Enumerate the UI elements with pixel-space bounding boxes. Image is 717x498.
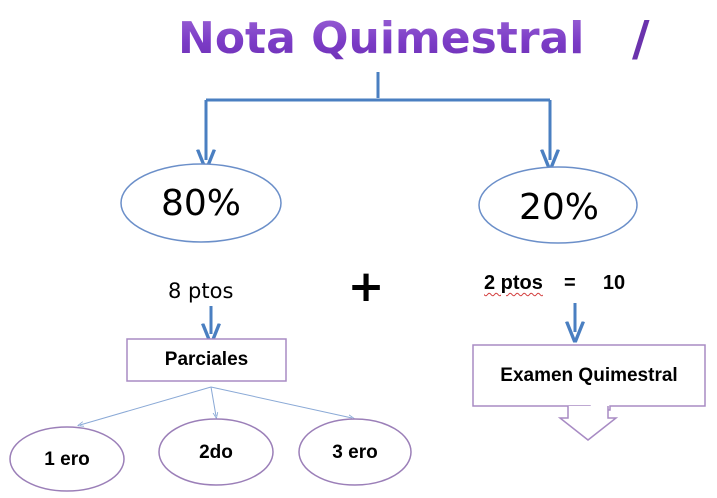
box-examen-label: Examen Quimestral [500,365,678,386]
points-right-text: 2 ptos [484,272,543,294]
branch-line-1 [80,386,212,425]
box-parciales [126,338,287,382]
percent-80: 80% [160,183,241,224]
diagram-title: Nota Quimestral [178,8,598,70]
plus-operator: + [347,261,385,312]
ellipse-80 [120,163,282,243]
box-examen-quimestral [472,344,706,411]
total-points: 10 [602,272,626,294]
ellipse-20 [478,166,638,244]
points-right: 2 ptos = 10 [484,270,625,296]
box-parciales-label: Parciales [164,349,249,370]
partial-3-label: 3 ero [332,442,378,463]
branch-line-2 [210,386,216,416]
title-slash-mark: / [632,11,650,67]
oval-partial-2 [158,418,274,486]
points-left: 8 ptos [168,277,233,305]
equals-sign: = [564,272,576,294]
oval-partial-1 [9,426,125,492]
branch-line-3 [210,386,352,418]
percent-20: 20% [518,187,599,228]
partial-2-label: 2do [199,442,233,463]
points-left-text: 8 ptos [168,279,234,303]
examen-down-arrow [557,406,619,441]
partial-1-label: 1 ero [44,449,90,470]
oval-partial-3 [298,418,412,486]
